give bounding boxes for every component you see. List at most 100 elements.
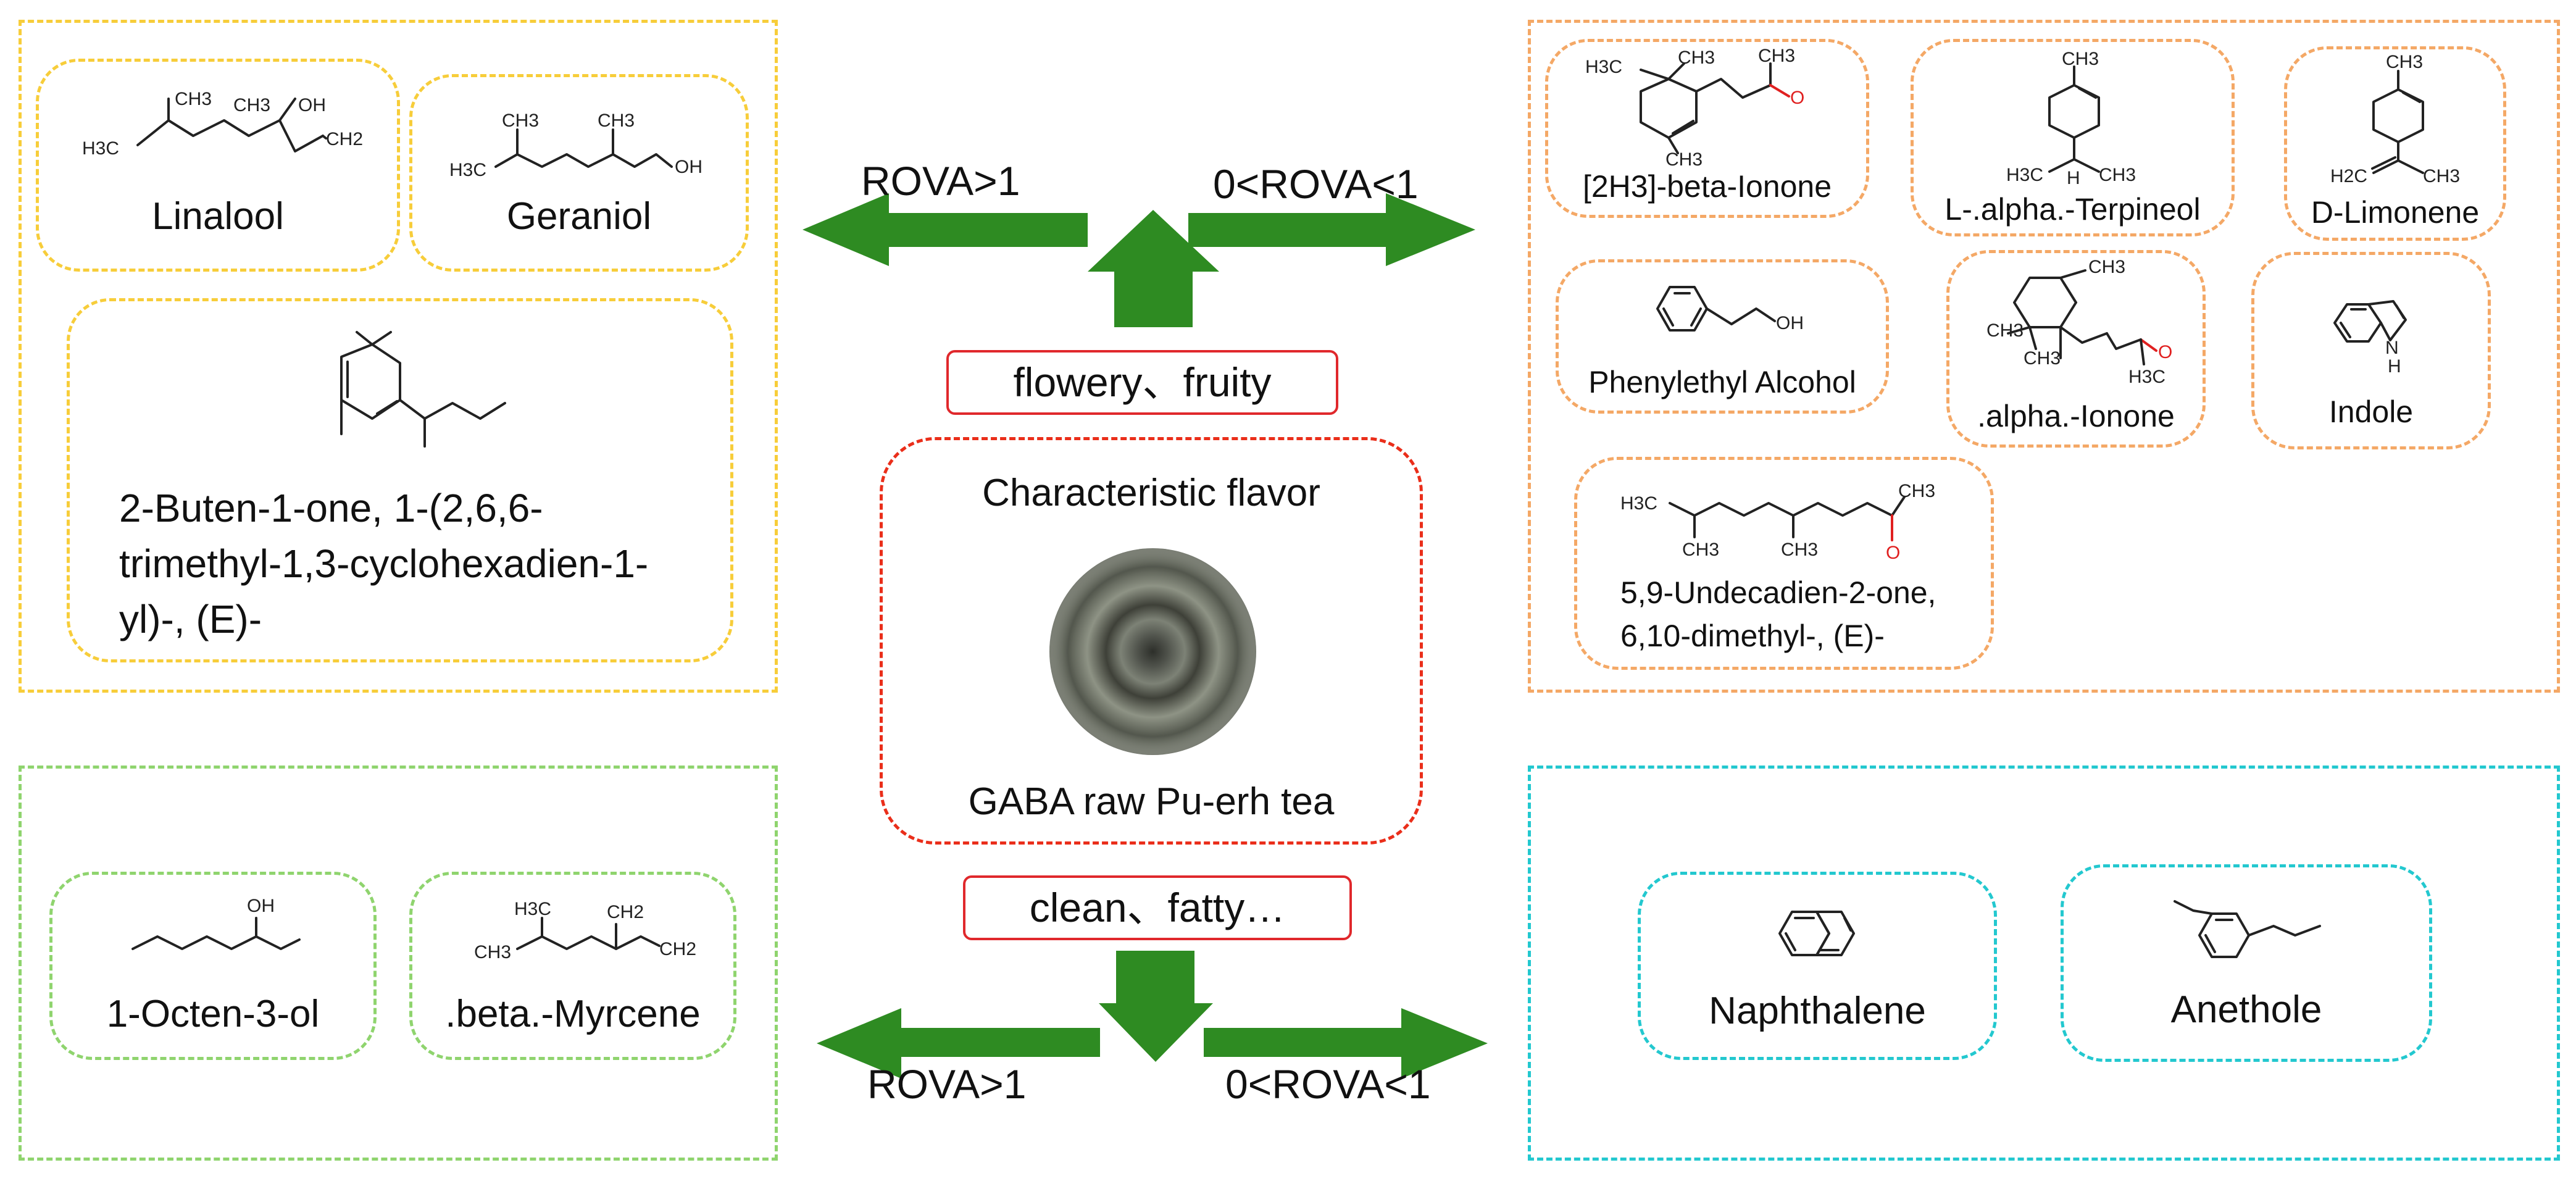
compound-name: 2-Buten-1-one, 1-(2,6,6- trimethyl-1,3-c… <box>119 486 649 641</box>
svg-text:H: H <box>2388 356 2401 377</box>
svg-text:CH3: CH3 <box>2423 166 2460 186</box>
geraniol-structure: CH3 CH3 H3C OH <box>449 108 721 188</box>
svg-text:N: N <box>2385 338 2399 358</box>
center-panel: Characteristic flavor GABA raw Pu-erh te… <box>880 437 1423 845</box>
svg-text:O: O <box>2158 342 2172 362</box>
svg-text:H3C: H3C <box>2128 367 2165 387</box>
svg-text:H3C: H3C <box>82 138 119 159</box>
octenol-structure: OH <box>120 893 330 967</box>
compound-name: Naphthalene <box>1709 990 1926 1032</box>
svg-text:CH3: CH3 <box>175 89 212 109</box>
compound-name: Geraniol <box>506 195 652 238</box>
compound-card-alpha-ionone: CH3 CH3 CH3 H3C O .alpha.-Ionone <box>1946 250 2206 448</box>
arrow-top-left <box>802 193 1088 266</box>
svg-text:CH3: CH3 <box>1898 481 1935 501</box>
svg-text:CH2: CH2 <box>326 129 363 149</box>
svg-text:CH3: CH3 <box>1678 48 1715 68</box>
alpha-ionone-structure: CH3 CH3 CH3 H3C O <box>1986 257 2184 395</box>
svg-text:H3C: H3C <box>514 899 551 919</box>
compound-card-octenol: OH 1-Octen-3-ol <box>49 872 377 1060</box>
svg-text:CH3: CH3 <box>2386 52 2423 72</box>
compound-card-myrcene: H3C CH3 CH2 CH2 .beta.-Myrcene <box>409 872 736 1060</box>
svg-text:CH3: CH3 <box>1758 46 1795 66</box>
compound-card-anethole: Anethole <box>2061 864 2432 1062</box>
svg-text:H3C: H3C <box>1620 493 1657 514</box>
bottom-left-quadrant <box>19 766 778 1161</box>
svg-text:CH3: CH3 <box>2024 348 2061 369</box>
arrow-label-top-left: ROVA>1 <box>861 158 1020 204</box>
bottom-right-quadrant <box>1528 766 2560 1161</box>
compound-name: .beta.-Myrcene <box>445 993 701 1035</box>
svg-text:CH3: CH3 <box>1682 540 1719 560</box>
arrow-bottom-right <box>1204 1008 1488 1079</box>
arrow-up <box>1088 210 1219 327</box>
svg-text:CH3: CH3 <box>2099 165 2136 185</box>
svg-text:H3C: H3C <box>449 160 486 180</box>
svg-text:CH3: CH3 <box>2088 257 2125 277</box>
svg-text:OH: OH <box>247 896 275 916</box>
compound-name: Phenylethyl Alcohol <box>1588 365 1856 399</box>
compound-card-linalool: CH3 H3C CH3 OH CH2 Linalool <box>36 59 400 272</box>
compound-card-terpineol: CH3 H3C H CH3 L-.alpha.-Terpineol <box>1911 39 2235 236</box>
svg-text:OH: OH <box>1776 313 1804 333</box>
indole-structure: N H <box>2316 292 2440 377</box>
butenone-structure <box>304 331 527 468</box>
arrow-down <box>1099 951 1213 1062</box>
compound-card-butenone: 2-Buten-1-one, 1-(2,6,6- trimethyl-1,3-c… <box>67 298 733 662</box>
svg-text:CH3: CH3 <box>2062 49 2099 69</box>
svg-text:CH3: CH3 <box>1986 320 2024 341</box>
compound-name: 1-Octen-3-ol <box>106 993 320 1035</box>
svg-text:CH2: CH2 <box>659 939 696 959</box>
svg-text:CH3: CH3 <box>1665 149 1703 170</box>
top-right-quadrant <box>1528 20 2560 693</box>
svg-text:CH3: CH3 <box>1781 540 1818 560</box>
arrow-label-top-right: 0<ROVA<1 <box>1213 161 1419 207</box>
compound-name: L-.alpha.-Terpineol <box>1945 192 2201 227</box>
compound-name: Linalool <box>152 195 284 238</box>
compound-name: .alpha.-Ionone <box>1977 399 2175 433</box>
svg-text:CH3: CH3 <box>474 942 511 962</box>
limonene-structure: CH3 H2C CH3 <box>2324 52 2472 188</box>
myrcene-structure: H3C CH3 CH2 CH2 <box>474 899 696 974</box>
svg-text:H3C: H3C <box>1585 57 1622 77</box>
compound-card-beta-ionone: H3C CH3 CH3 CH3 O [2H3]-beta-Ionone <box>1545 39 1869 218</box>
tea-cake-image <box>1049 548 1256 755</box>
compound-card-limonene: CH3 H2C CH3 D-Limonene <box>2284 46 2506 241</box>
compound-name: [2H3]-beta-Ionone <box>1582 169 1832 204</box>
svg-text:H3C: H3C <box>2006 165 2043 185</box>
anethole-structure <box>2156 895 2341 969</box>
compound-name: D-Limonene <box>2311 195 2480 230</box>
terpineol-structure: CH3 H3C H CH3 <box>1994 49 2154 188</box>
compound-card-phenylethyl-alcohol: OH Phenylethyl Alcohol <box>1556 259 1889 414</box>
arrow-label-bottom-left: ROVA>1 <box>867 1061 1027 1107</box>
arrow-label-bottom-right: 0<ROVA<1 <box>1225 1061 1431 1107</box>
svg-text:O: O <box>1790 88 1804 108</box>
compound-card-geraniol: CH3 CH3 H3C OH Geraniol <box>409 74 749 272</box>
svg-text:CH3: CH3 <box>233 95 270 115</box>
phenylethyl-alcohol-structure: OH <box>1633 275 1818 355</box>
svg-text:H2C: H2C <box>2330 166 2367 186</box>
svg-text:CH3: CH3 <box>502 111 539 131</box>
arrow-bottom-left <box>817 1008 1100 1079</box>
compound-card-naphthalene: Naphthalene <box>1638 872 1997 1060</box>
top-left-quadrant <box>19 20 778 693</box>
undecadienone-structure: H3C CH3 CH3 CH3 O <box>1614 478 1960 565</box>
compound-card-indole: N H Indole <box>2251 252 2491 449</box>
arrow-top-right <box>1188 193 1475 266</box>
flavor-box-top: flowery、fruity <box>946 350 1338 415</box>
beta-ionone-structure: H3C CH3 CH3 CH3 O <box>1567 46 1844 170</box>
linalool-structure: CH3 H3C CH3 OH CH2 <box>82 86 366 179</box>
compound-name: Indole <box>2328 394 2414 429</box>
center-title: Characteristic flavor <box>982 472 1320 514</box>
compound-name: Anethole <box>2170 988 2322 1031</box>
svg-text:CH3: CH3 <box>598 111 635 131</box>
naphthalene-structure <box>1758 906 1882 980</box>
center-subtitle: GABA raw Pu-erh tea <box>968 780 1335 823</box>
svg-text:CH2: CH2 <box>607 902 644 922</box>
svg-text:OH: OH <box>298 95 326 115</box>
svg-text:H: H <box>2067 168 2080 188</box>
compound-name: 5,9-Undecadien-2-one, 6,10-dimethyl-, (E… <box>1620 575 1936 653</box>
svg-text:O: O <box>1886 543 1900 563</box>
svg-text:OH: OH <box>675 157 702 177</box>
